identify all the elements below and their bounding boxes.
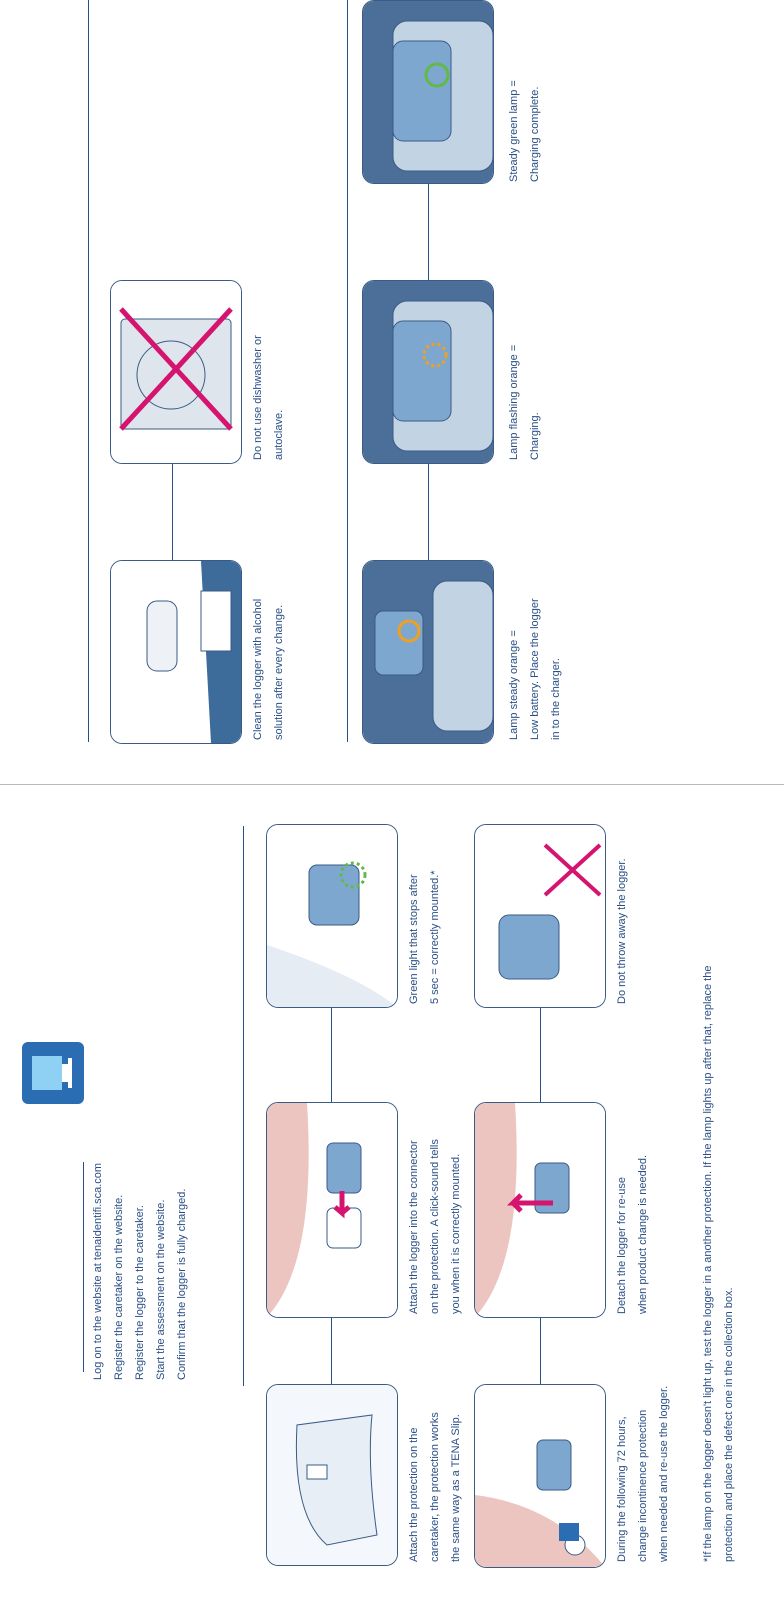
step-card-green-light bbox=[266, 824, 398, 1008]
caption-line: Do not throw away the logger. bbox=[616, 858, 628, 1004]
step-card-detach-logger bbox=[474, 1102, 606, 1318]
caption-line: Charging. bbox=[529, 412, 541, 460]
caption-line: autoclave. bbox=[273, 409, 285, 460]
caption-line: Lamp steady orange = bbox=[508, 630, 520, 740]
connector bbox=[428, 460, 429, 560]
caption-line: caretaker, the protection works bbox=[429, 1412, 441, 1562]
step-card-do-not-throw bbox=[474, 824, 606, 1008]
instruction-line: Start the assessment on the website. bbox=[155, 1199, 167, 1380]
step-caption: During the following 72 hours, change in… bbox=[612, 1386, 675, 1562]
caption-line: in to the charger. bbox=[550, 658, 562, 740]
step-card-attach-protection bbox=[266, 1384, 398, 1566]
caption-line: Steady green lamp = bbox=[508, 80, 520, 182]
caption-line: you when it is correctly mounted. bbox=[450, 1153, 462, 1314]
connector bbox=[540, 1316, 541, 1384]
step-caption: Attach the logger into the connector on … bbox=[404, 1139, 467, 1314]
caption-line: Attach the logger into the connector bbox=[408, 1140, 420, 1314]
divider-right-bottom bbox=[347, 0, 348, 742]
step-caption: Detach the logger for re-use when produc… bbox=[612, 1155, 654, 1314]
caption-line: Do not use dishwasher or bbox=[252, 335, 264, 460]
caption-line: Attach the protection on the bbox=[408, 1427, 420, 1562]
step-card-attach-logger bbox=[266, 1102, 398, 1318]
charging-card-flashing bbox=[362, 280, 494, 464]
caption-line: Clean the logger with alcohol bbox=[252, 598, 264, 740]
charging-caption: Lamp flashing orange = Charging. bbox=[504, 345, 546, 460]
connector bbox=[540, 1006, 541, 1102]
caption-line: Charging complete. bbox=[529, 86, 541, 182]
cleaning-card-dishwasher bbox=[110, 280, 242, 464]
divider-left-bottom bbox=[243, 826, 244, 1386]
caption-line: Green light that stops after bbox=[408, 874, 420, 1004]
step-card-72-hours bbox=[474, 1384, 606, 1568]
instruction-line: Confirm that the logger is fully charged… bbox=[176, 1188, 188, 1380]
step-caption: Do not throw away the logger. bbox=[612, 858, 633, 1004]
connector bbox=[428, 182, 429, 282]
connector bbox=[172, 460, 173, 560]
caption-line: when product change is needed. bbox=[637, 1154, 649, 1314]
footnote-line: protection and place the defect one in t… bbox=[723, 1287, 735, 1562]
charging-card-low-battery bbox=[362, 560, 494, 744]
divider-right-top bbox=[88, 0, 89, 742]
caption-line: solution after every change. bbox=[273, 604, 285, 740]
computer-icon bbox=[22, 1042, 84, 1104]
charging-caption: Lamp steady orange = Low battery. Place … bbox=[504, 598, 567, 740]
cleaning-caption: Do not use dishwasher or autoclave. bbox=[248, 335, 290, 460]
caption-line: change incontinence protection bbox=[637, 1409, 649, 1562]
instruction-line: Register the caretaker on the website. bbox=[113, 1194, 125, 1380]
charging-caption: Steady green lamp = Charging complete. bbox=[504, 80, 546, 182]
divider-left-top bbox=[83, 1162, 84, 1372]
cleaning-caption: Clean the logger with alcohol solution a… bbox=[248, 599, 290, 740]
footnote-line: *If the lamp on the logger doesn't light… bbox=[702, 965, 714, 1562]
charging-card-complete bbox=[362, 0, 494, 184]
caption-line: on the protection. A click-sound tells bbox=[429, 1139, 441, 1314]
step-caption: Green light that stops after 5 sec = cor… bbox=[404, 870, 446, 1004]
caption-line: During the following 72 hours, bbox=[616, 1416, 628, 1562]
instruction-line: Log on to the website at tenaidentifi.sc… bbox=[92, 1162, 104, 1380]
caption-line: Low battery. Place the logger bbox=[529, 598, 541, 740]
caption-line: 5 sec = correctly mounted.* bbox=[429, 870, 441, 1004]
caption-line: Detach the logger for re-use bbox=[616, 1177, 628, 1314]
instruction-list: Log on to the website at tenaidentifi.sc… bbox=[88, 1163, 193, 1380]
caption-line: the same way as a TENA Slip. bbox=[450, 1414, 462, 1562]
caption-line: Lamp flashing orange = bbox=[508, 344, 520, 460]
connector bbox=[331, 1316, 332, 1384]
panel-fold-line bbox=[0, 784, 784, 785]
step-caption: Attach the protection on the caretaker, … bbox=[404, 1412, 467, 1562]
instruction-line: Register the logger to the caretaker. bbox=[134, 1205, 146, 1380]
footnote: *If the lamp on the logger doesn't light… bbox=[698, 966, 740, 1562]
connector bbox=[331, 1006, 332, 1102]
caption-line: when needed and re-use the logger. bbox=[658, 1385, 670, 1562]
cleaning-card-alcohol bbox=[110, 560, 242, 744]
